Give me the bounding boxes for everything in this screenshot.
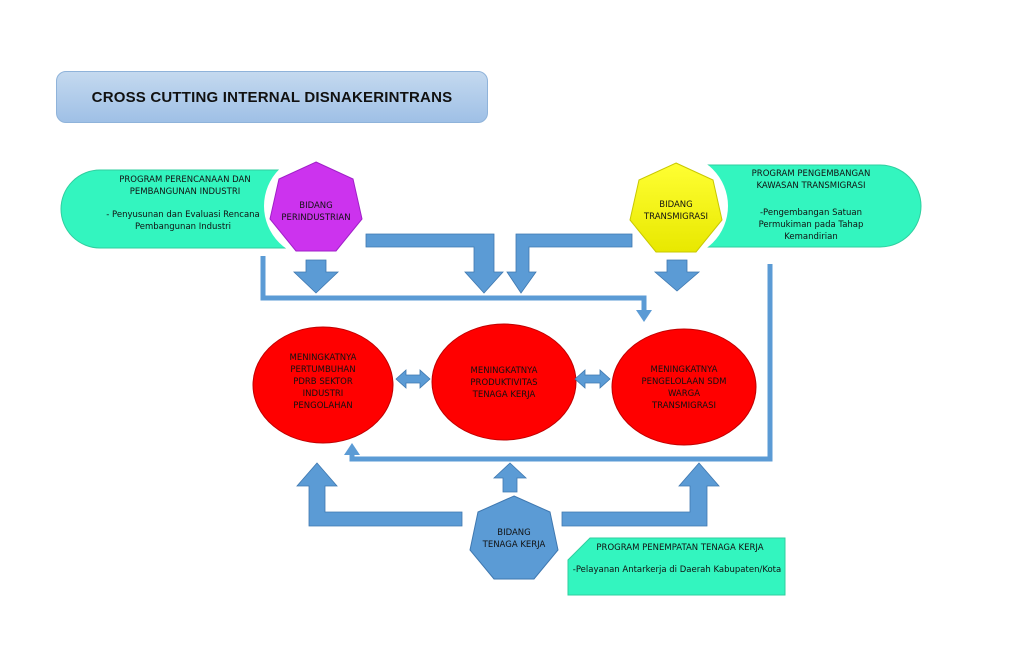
arrow-perindustrian-to-center xyxy=(365,233,504,294)
arrow-down-perindustrian xyxy=(293,259,339,294)
bidang-perindustrian-shape xyxy=(269,161,363,252)
arrow-tenaga-kerja-to-right xyxy=(561,462,720,527)
program-box-industri xyxy=(60,169,301,249)
outcome-left-label: MENINGKATNYA PERTUMBUHAN PDRB SEKTOR IND… xyxy=(289,353,357,411)
program-transmigrasi-name: PROGRAM PENGEMBANGAN KAWASAN TRANSMIGRAS… xyxy=(751,169,871,191)
arrow-tenaga-kerja-to-left xyxy=(296,462,463,527)
program-tenaga-kerja-detail: -Pelayanan Antarkerja di Daerah Kabupate… xyxy=(572,565,782,575)
bidang-transmigrasi-shape xyxy=(629,162,723,253)
bidang-perindustrian-label: BIDANG PERINDUSTRIAN xyxy=(281,201,351,223)
outcome-right-shape xyxy=(611,328,757,446)
outcome-right-label: MENINGKATNYA PENGELOLAAN SDM WARGA TRANS… xyxy=(641,365,727,411)
program-industri-detail: - Penyusunan dan Evaluasi Rencana Pemban… xyxy=(106,210,260,232)
outcome-left-shape xyxy=(252,326,394,444)
outcome-center-label: MENINGKATNYA PRODUKTIVITAS TENAGA KERJA xyxy=(470,366,538,400)
arrow-down-transmigrasi xyxy=(653,259,701,292)
connector-industri-arrowhead xyxy=(636,310,652,322)
program-tenaga-kerja-name: PROGRAM PENEMPATAN TENAGA KERJA xyxy=(596,543,764,553)
arrow-up-tenaga-kerja-center xyxy=(492,462,528,493)
bidang-tenaga-kerja-label: BIDANG TENAGA KERJA xyxy=(482,528,546,550)
double-arrow-center-right xyxy=(574,369,611,389)
bidang-transmigrasi-label: BIDANG TRANSMIGRASI xyxy=(643,200,709,222)
program-box-tenaga-kerja xyxy=(567,537,786,596)
connector-transmigrasi-to-left-outcome xyxy=(349,264,773,462)
connector-transmigrasi-arrowhead xyxy=(344,443,360,455)
program-transmigrasi-detail: -Pengembangan Satuan Permukiman pada Tah… xyxy=(758,208,864,242)
connector-industri-to-right-outcome xyxy=(260,256,647,312)
bidang-tenaga-kerja-shape xyxy=(469,495,559,580)
outcome-center-shape xyxy=(431,323,577,441)
arrow-transmigrasi-to-center xyxy=(506,233,633,294)
diagram-title: CROSS CUTTING INTERNAL DISNAKERINTRANS xyxy=(56,71,488,123)
program-industri-name: PROGRAM PERENCANAAN DAN PEMBANGUNAN INDU… xyxy=(119,175,251,197)
double-arrow-left-center xyxy=(395,369,431,389)
program-box-transmigrasi xyxy=(699,164,922,248)
